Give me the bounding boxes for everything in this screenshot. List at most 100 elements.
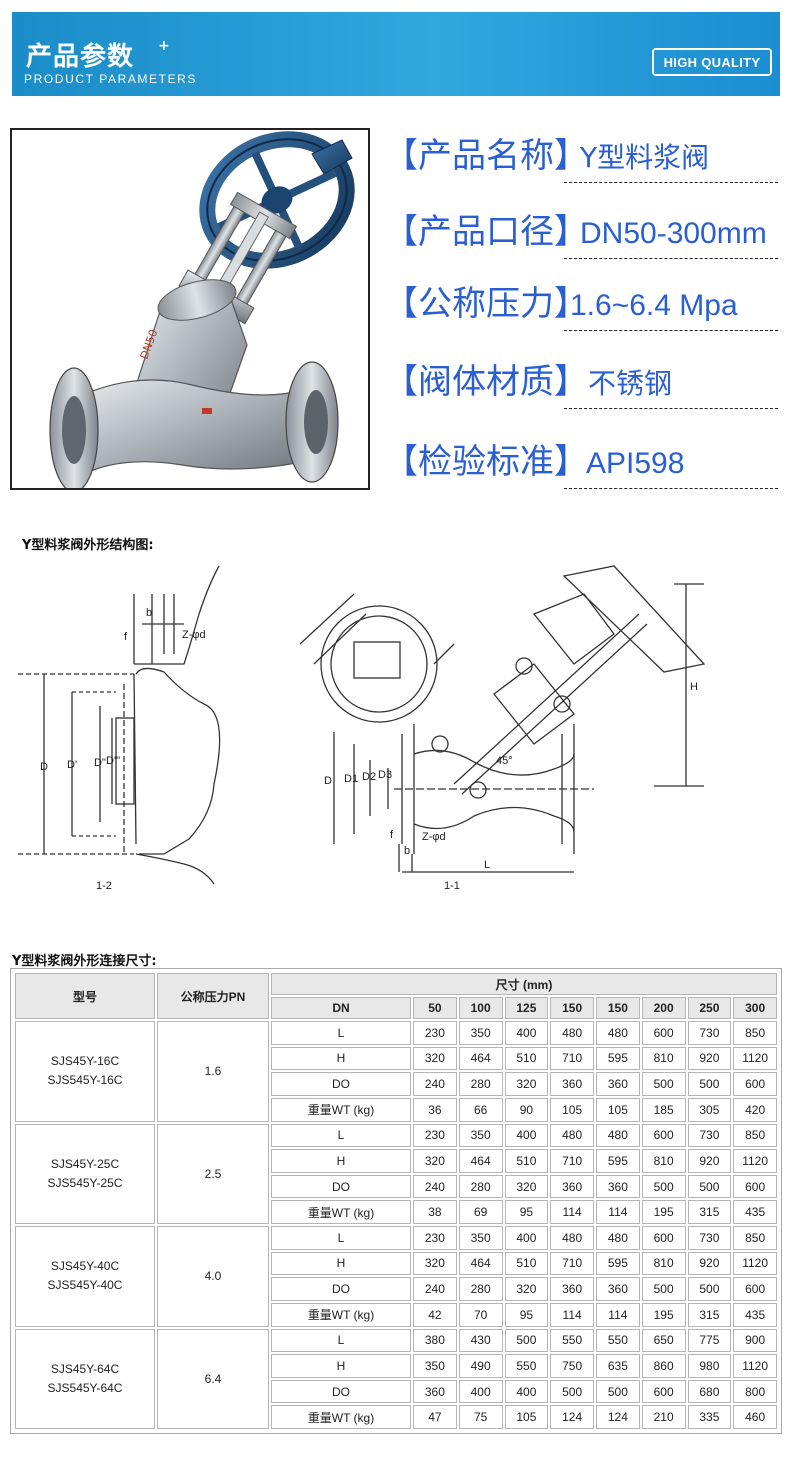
param-cell: L xyxy=(271,1328,411,1353)
param-cell: DO xyxy=(271,1174,411,1199)
divider xyxy=(564,182,778,183)
value-cell: 114 xyxy=(596,1200,640,1224)
value-cell: 600 xyxy=(641,1226,686,1250)
value-cell: 320 xyxy=(413,1251,457,1276)
value-cell: 280 xyxy=(458,1072,503,1096)
value-cell: 600 xyxy=(733,1277,777,1301)
value-cell: 360 xyxy=(596,1072,640,1096)
spec-value: API598 xyxy=(586,447,685,480)
value-cell: 480 xyxy=(596,1123,640,1148)
dim-D1p: D" xyxy=(94,757,106,769)
param-cell: L xyxy=(271,1021,411,1045)
spec-label: 【产品口径】 xyxy=(384,212,588,252)
value-cell: 69 xyxy=(458,1200,503,1224)
quality-badge: HIGH QUALITY xyxy=(652,48,772,76)
value-cell: 510 xyxy=(504,1046,549,1071)
model-cell: SJS45Y-64C SJS545Y-64C xyxy=(15,1328,155,1429)
value-cell: 124 xyxy=(596,1405,640,1429)
pn-cell: 2.5 xyxy=(157,1123,269,1224)
value-cell: 400 xyxy=(458,1379,503,1404)
value-cell: 480 xyxy=(550,1021,594,1045)
value-cell: 810 xyxy=(641,1149,686,1173)
value-cell: 105 xyxy=(550,1097,594,1122)
value-cell: 600 xyxy=(733,1072,777,1096)
value-cell: 36 xyxy=(413,1097,457,1122)
dimension-table: 型号 公称压力PN 尺寸 (mm) DN 50 100 125 150 150 … xyxy=(13,971,779,1431)
value-cell: 850 xyxy=(733,1021,777,1045)
value-cell: 750 xyxy=(550,1354,594,1378)
spec-label: 【公称压力】 xyxy=(384,284,588,324)
param-cell: DO xyxy=(271,1072,411,1096)
value-cell: 47 xyxy=(413,1405,457,1429)
spec-product-name: 【产品名称】 Y型料浆阀 xyxy=(384,134,778,184)
value-cell: 75 xyxy=(458,1405,503,1429)
value-cell: 500 xyxy=(504,1328,549,1353)
plus-icon: + xyxy=(158,38,170,54)
param-cell: DO xyxy=(271,1277,411,1301)
param-cell: 重量WT (kg) xyxy=(271,1097,411,1122)
value-cell: 710 xyxy=(550,1149,594,1173)
dim-Dp: D' xyxy=(67,759,77,771)
value-cell: 400 xyxy=(504,1226,549,1250)
value-cell: 1120 xyxy=(733,1251,777,1276)
value-cell: 360 xyxy=(413,1379,457,1404)
value-cell: 360 xyxy=(550,1072,594,1096)
param-cell: L xyxy=(271,1226,411,1250)
value-cell: 600 xyxy=(641,1021,686,1045)
value-cell: 380 xyxy=(413,1328,457,1353)
dim-H: H xyxy=(690,681,698,693)
value-cell: 595 xyxy=(596,1251,640,1276)
value-cell: 435 xyxy=(733,1302,777,1327)
value-cell: 500 xyxy=(596,1379,640,1404)
value-cell: 600 xyxy=(733,1174,777,1199)
header-pn: 公称压力PN xyxy=(157,973,269,1019)
spec-label: 【产品名称】 xyxy=(384,136,588,176)
value-cell: 114 xyxy=(550,1200,594,1224)
value-cell: 510 xyxy=(504,1251,549,1276)
header-banner: 产品参数 + PRODUCT PARAMETERS HIGH QUALITY xyxy=(12,12,780,96)
value-cell: 800 xyxy=(733,1379,777,1404)
param-cell: H xyxy=(271,1251,411,1276)
value-cell: 550 xyxy=(550,1328,594,1353)
value-cell: 510 xyxy=(504,1149,549,1173)
value-cell: 860 xyxy=(641,1354,686,1378)
value-cell: 1120 xyxy=(733,1354,777,1378)
value-cell: 550 xyxy=(596,1328,640,1353)
value-cell: 95 xyxy=(504,1200,549,1224)
value-cell: 500 xyxy=(687,1174,732,1199)
param-cell: H xyxy=(271,1046,411,1071)
table-title: Y型料浆阀外形连接尺寸: xyxy=(12,954,157,969)
structure-drawing: 1-2 1-1 D D' D" D''' b f Z-φd D D1 D2 D3… xyxy=(18,565,706,892)
divider xyxy=(564,408,778,409)
value-cell: 460 xyxy=(733,1405,777,1429)
value-cell: 480 xyxy=(596,1021,640,1045)
value-cell: 66 xyxy=(458,1097,503,1122)
dim-D-right: D xyxy=(324,775,332,787)
value-cell: 810 xyxy=(641,1251,686,1276)
view-label-1-1: 1-1 xyxy=(444,880,460,892)
divider xyxy=(564,488,778,489)
value-cell: 114 xyxy=(596,1302,640,1327)
value-cell: 240 xyxy=(413,1277,457,1301)
spec-value: 不锈钢 xyxy=(588,367,673,400)
value-cell: 500 xyxy=(641,1277,686,1301)
value-cell: 400 xyxy=(504,1123,549,1148)
spec-diameter: 【产品口径】 DN50-300mm xyxy=(384,210,778,260)
dn-cell: 250 xyxy=(687,997,732,1019)
header-model: 型号 xyxy=(15,973,155,1019)
model-cell: SJS45Y-40C SJS545Y-40C xyxy=(15,1226,155,1327)
dim-f-left: f xyxy=(124,631,128,643)
value-cell: 95 xyxy=(504,1302,549,1327)
value-cell: 320 xyxy=(504,1072,549,1096)
dim-Zd-left: Z-φd xyxy=(182,629,206,641)
dim-Zd-right: Z-φd xyxy=(422,831,446,843)
spec-value: Y型料浆阀 xyxy=(580,141,710,174)
value-cell: 400 xyxy=(504,1021,549,1045)
model-cell: SJS45Y-25C SJS545Y-25C xyxy=(15,1123,155,1224)
value-cell: 185 xyxy=(641,1097,686,1122)
value-cell: 600 xyxy=(641,1379,686,1404)
value-cell: 500 xyxy=(687,1277,732,1301)
